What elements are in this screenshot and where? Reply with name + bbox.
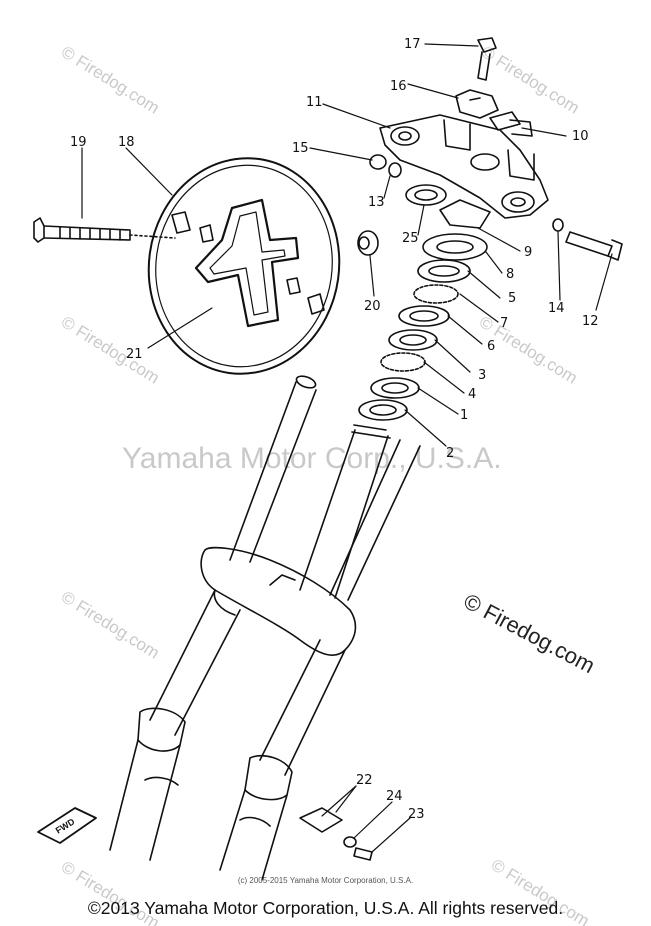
callout-7: 7 bbox=[500, 316, 508, 331]
watermark-faint-1: © Firedog.com bbox=[58, 42, 163, 117]
callout-22: 22 bbox=[356, 773, 373, 788]
callouts: 1 2 3 4 5 6 7 8 9 10 11 12 13 14 15 16 1… bbox=[70, 37, 599, 822]
callout-4: 4 bbox=[468, 387, 476, 402]
collar-20 bbox=[357, 230, 379, 256]
callout-25: 25 bbox=[402, 231, 419, 246]
callout-11: 11 bbox=[306, 95, 323, 110]
callout-23: 23 bbox=[408, 807, 425, 822]
callout-12: 12 bbox=[582, 314, 599, 329]
callout-8: 8 bbox=[506, 267, 514, 282]
callout-6: 6 bbox=[487, 339, 495, 354]
callout-5: 5 bbox=[508, 291, 516, 306]
watermark-faint-5: © Firedog.com bbox=[478, 42, 583, 117]
firedog-watermark: © Firedog.com bbox=[460, 588, 599, 678]
front-fork bbox=[109, 375, 421, 881]
callout-13: 13 bbox=[368, 195, 385, 210]
watermark-faint-3: © Firedog.com bbox=[58, 587, 163, 662]
steering-head-parts bbox=[299, 37, 623, 861]
callout-9: 9 bbox=[524, 245, 532, 260]
watermark-faint-2: © Firedog.com bbox=[58, 312, 163, 387]
callout-3: 3 bbox=[478, 368, 486, 383]
emblem-number-one bbox=[194, 198, 300, 328]
callout-14: 14 bbox=[548, 301, 565, 316]
callout-19: 19 bbox=[70, 135, 87, 150]
callout-20: 20 bbox=[364, 299, 381, 314]
copyright-small: (c) 2005-2015 Yamaha Motor Corporation, … bbox=[237, 876, 414, 885]
callout-1: 1 bbox=[460, 408, 468, 423]
callout-24: 24 bbox=[386, 789, 403, 804]
callout-17: 17 bbox=[404, 37, 421, 52]
number-plate bbox=[147, 157, 341, 375]
copyright-main: ©2013 Yamaha Motor Corporation, U.S.A. A… bbox=[87, 898, 564, 918]
callout-16: 16 bbox=[390, 79, 407, 94]
callout-18: 18 bbox=[118, 135, 135, 150]
callout-21: 21 bbox=[126, 347, 143, 362]
bolt-19 bbox=[33, 217, 176, 243]
watermark-center: Yamaha Motor Corp., U.S.A. bbox=[122, 442, 502, 475]
callout-10: 10 bbox=[572, 129, 589, 144]
callout-15: 15 bbox=[292, 141, 309, 156]
fwd-arrow-icon: FWD bbox=[37, 807, 97, 844]
leader-lines bbox=[81, 43, 613, 853]
callout-2: 2 bbox=[446, 446, 454, 461]
